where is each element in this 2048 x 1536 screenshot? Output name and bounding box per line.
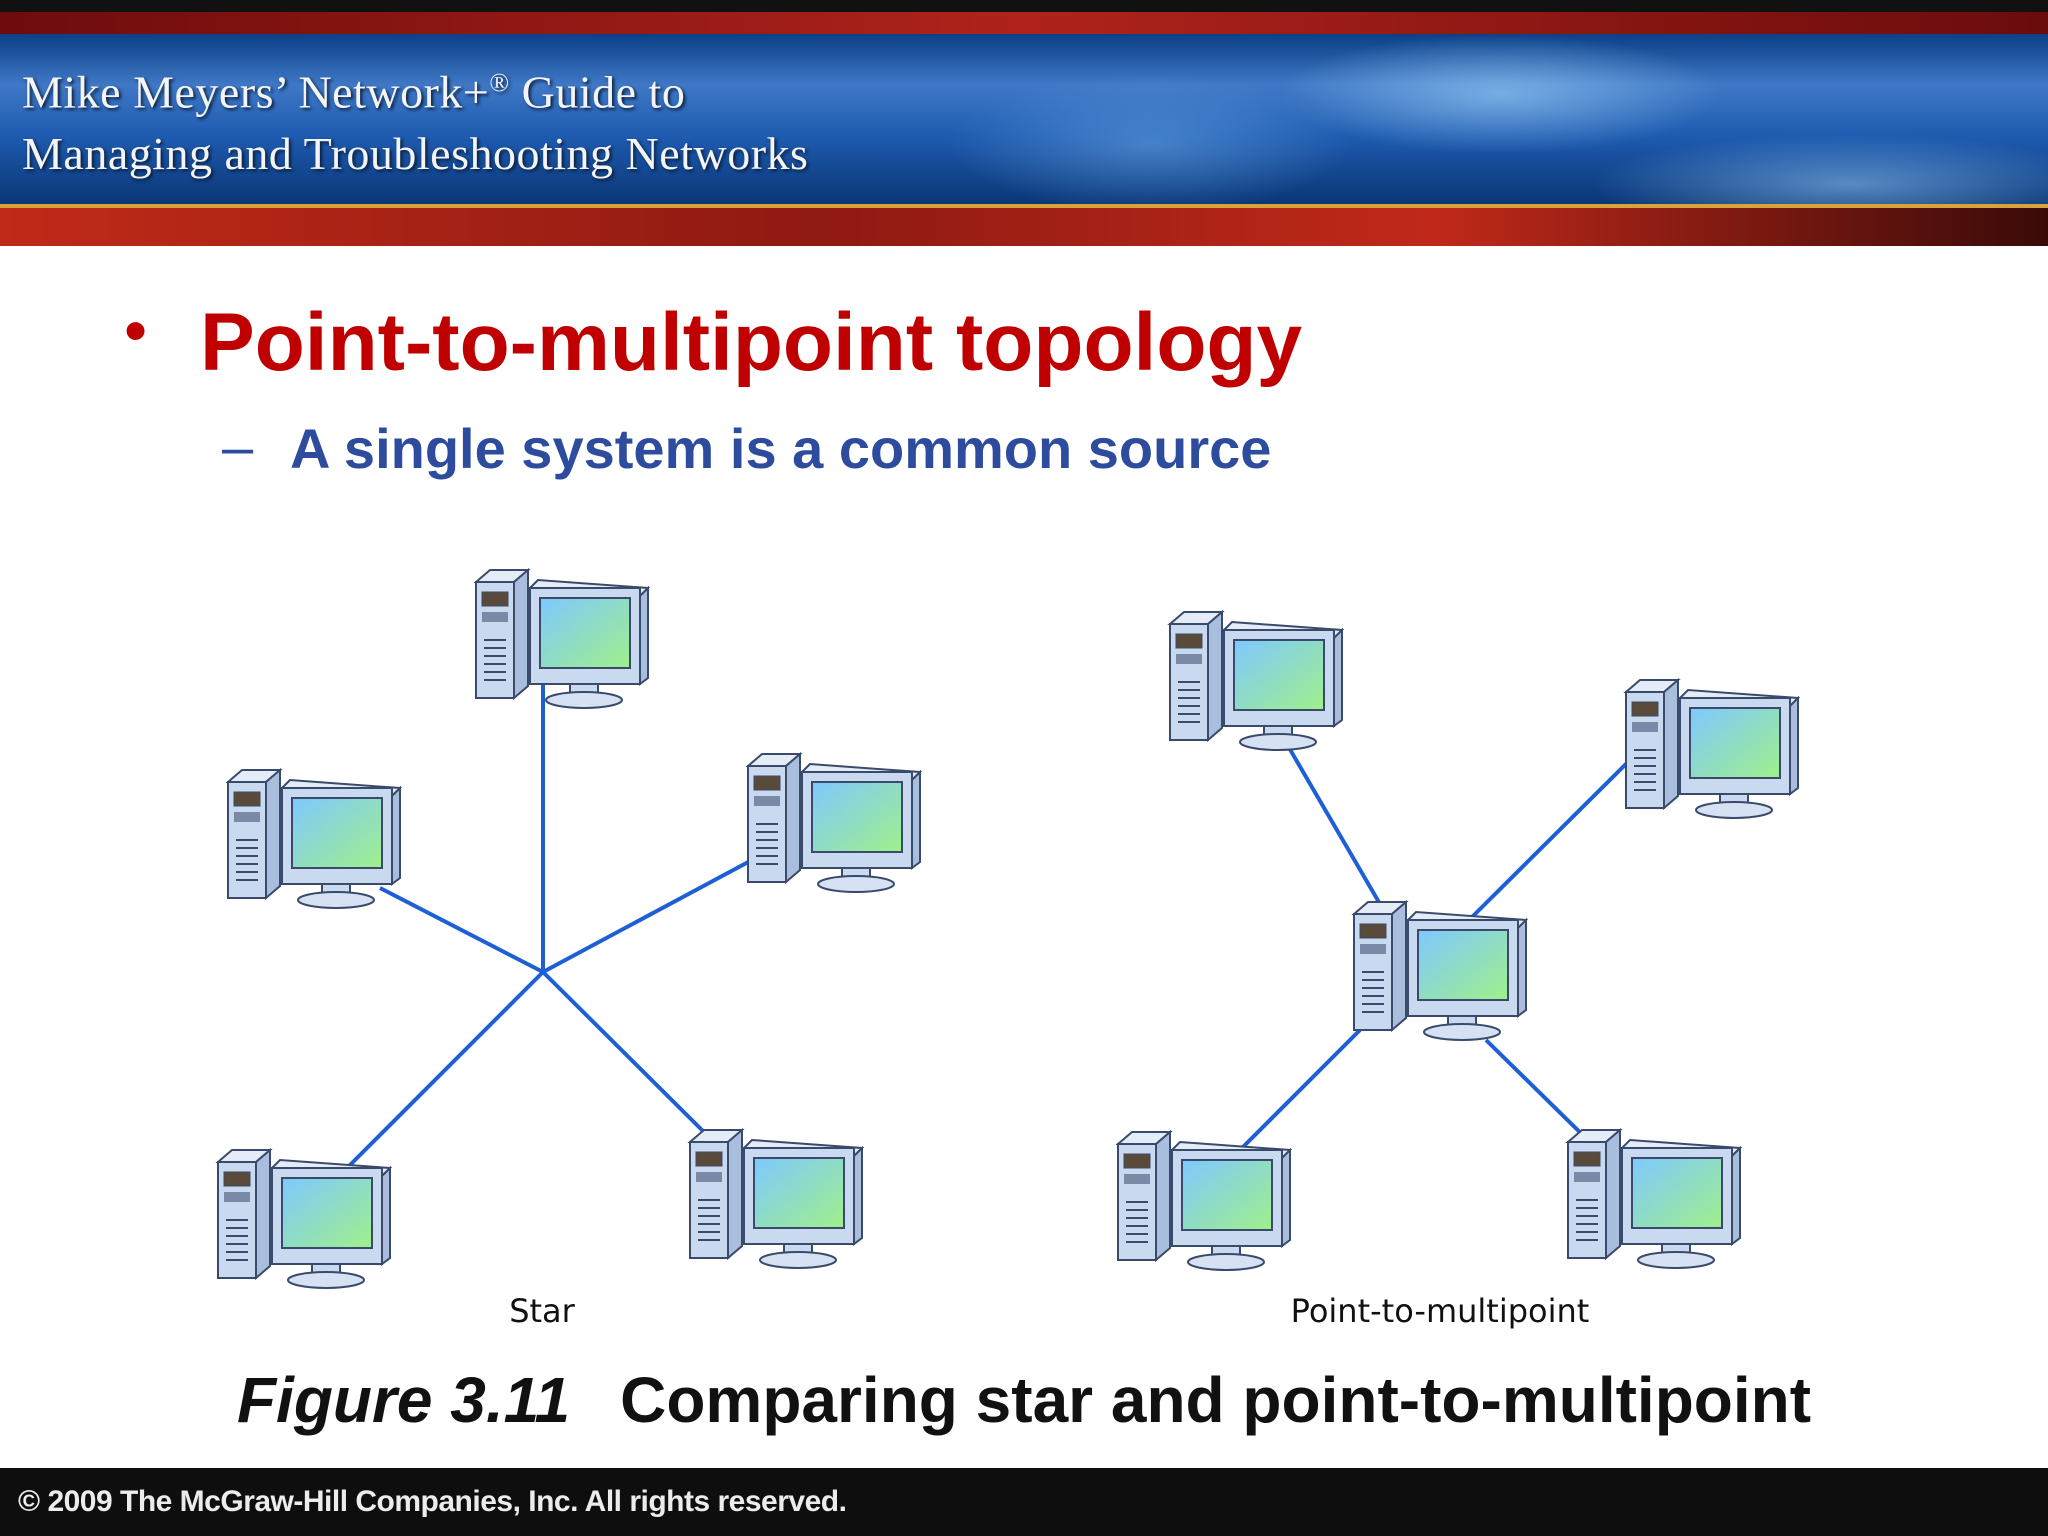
- ptmp-lower-left-computer-icon: [1117, 1131, 1291, 1271]
- star-label: Star: [509, 1292, 575, 1330]
- point-to-multipoint-label: Point-to-multipoint: [1291, 1292, 1590, 1330]
- banner-top-band: [0, 0, 2048, 12]
- banner-red-band-top: [0, 12, 2048, 34]
- figure-number: Figure 3.11: [236, 1364, 571, 1436]
- star-link-lower-left: [333, 970, 545, 1182]
- ptmp-link-lower-left: [1228, 1028, 1362, 1162]
- star-link-upper-right: [542, 858, 753, 974]
- star-lower-right-computer-icon: [689, 1129, 863, 1269]
- figure-caption-text: Comparing star and point-to-multipoint: [620, 1364, 1812, 1436]
- slide-heading: Point-to-multipoint topology: [200, 297, 1303, 388]
- book-title-line2: Managing and Troubleshooting Networks: [22, 128, 809, 180]
- banner-gold-rule: [0, 204, 2048, 208]
- registered-mark: ®: [489, 68, 510, 97]
- star-center-computer-icon: [475, 569, 649, 709]
- sub-bullet-dash: –: [222, 415, 254, 478]
- ptmp-upper-right-computer-icon: [1625, 679, 1799, 819]
- copyright-text: © 2009 The McGraw-Hill Companies, Inc. A…: [18, 1485, 847, 1518]
- ptmp-upper-left-computer-icon: [1169, 611, 1343, 751]
- banner-red-band-bottom: [0, 204, 2048, 246]
- figure-caption: Figure 3.11 Comparing star and point-to-m…: [0, 1360, 2048, 1440]
- star-upper-left-computer-icon: [227, 769, 401, 909]
- ptmp-link-upper-right: [1461, 758, 1632, 928]
- ptmp-lower-right-computer-icon: [1567, 1129, 1741, 1269]
- slide-subheading: A single system is a common source: [290, 417, 1272, 480]
- star-link-lower-right: [541, 970, 714, 1142]
- book-title-line1-end: Guide to: [509, 66, 686, 118]
- star-upper-right-computer-icon: [747, 753, 921, 893]
- topology-diagram: Star Point-to-multipoint: [217, 569, 1799, 1330]
- ptmp-link-upper-left: [1286, 744, 1389, 918]
- copyright-footer: © 2009 The McGraw-Hill Companies, Inc. A…: [0, 1468, 2048, 1536]
- ptmp-hub-computer-icon: [1353, 901, 1527, 1041]
- star-link-upper-left: [379, 886, 544, 974]
- book-title: Mike Meyers’ Network+® Guide to Managing…: [22, 52, 808, 185]
- book-title-line1: Mike Meyers’ Network+: [22, 66, 490, 118]
- banner-background-image: [0, 34, 2048, 204]
- bullet-marker: •: [124, 293, 148, 367]
- star-lower-left-computer-icon: [217, 1149, 391, 1289]
- slide-header-banner: Mike Meyers’ Network+® Guide to Managing…: [0, 0, 2048, 246]
- star-links: [333, 680, 753, 1182]
